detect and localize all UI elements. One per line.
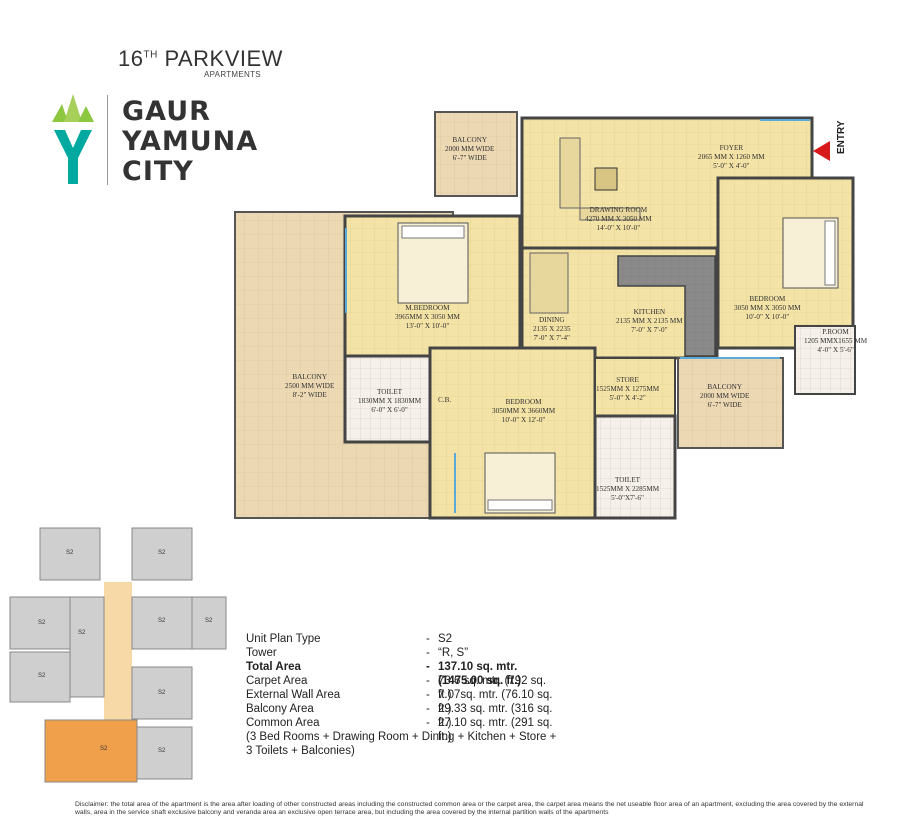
key-unit-label: S2 xyxy=(158,690,166,696)
brand-line-3: CITY xyxy=(122,156,194,187)
spec-row-total: Total Area - 137.10 sq. mtr. (1475.00 sq… xyxy=(246,661,522,687)
spec-row: Carpet Area - 73.6 sq. mtr. (792 sq. ft.… xyxy=(246,675,547,701)
disclaimer: Disclaimer: the total area of the apartm… xyxy=(75,801,864,816)
brand-line-2: YAMUNA xyxy=(122,126,259,157)
spec-row: Unit Plan Type - S2 xyxy=(246,633,453,645)
spec-row: External Wall Area - 7.07sq. mtr. (76.10… xyxy=(246,689,553,715)
key-unit-label: S2 xyxy=(38,620,46,626)
key-unit-label: S2 xyxy=(66,550,74,556)
brand-logo-icon xyxy=(52,94,94,184)
composition-line-2: 3 Toilets + Balconies) xyxy=(246,745,355,757)
spec-row: Tower - “R, S” xyxy=(246,647,469,659)
key-plan: S2 S2 S2 S2 S2 S2 S2 S2 S2 S2 xyxy=(0,522,230,792)
key-plan-drawing: S2 S2 S2 S2 S2 S2 S2 S2 S2 S2 xyxy=(9,527,227,783)
project-title: 16TH PARKVIEW xyxy=(118,46,283,71)
spec-row: Balcony Area - 29.33 sq. mtr. (316 sq. f… xyxy=(246,703,553,729)
logo-divider xyxy=(107,95,108,185)
key-unit-label: S2 xyxy=(158,550,166,556)
spec-table: Unit Plan Type - S2 Tower - “R, S” Total… xyxy=(246,632,556,758)
entry-label: ENTRY xyxy=(836,120,847,154)
floor-plan-drawing xyxy=(234,111,856,520)
key-unit-label: S2 xyxy=(38,673,46,679)
key-unit-label: S2 xyxy=(158,748,166,754)
brand-line-1: GAUR xyxy=(122,96,211,127)
project-subtitle: APARTMENTS xyxy=(204,70,261,79)
key-unit-label: S2 xyxy=(158,618,166,624)
room-label-cb: C.B. xyxy=(438,396,452,404)
key-unit-label: S2 xyxy=(100,746,108,752)
spec-row: Common Area - 27.10 sq. mtr. (291 sq. ft… xyxy=(246,717,553,743)
composition-line-1: (3 Bed Rooms + Drawing Room + Dining + K… xyxy=(246,731,557,743)
key-unit-label: S2 xyxy=(205,618,213,624)
key-unit-label: S2 xyxy=(78,630,86,636)
